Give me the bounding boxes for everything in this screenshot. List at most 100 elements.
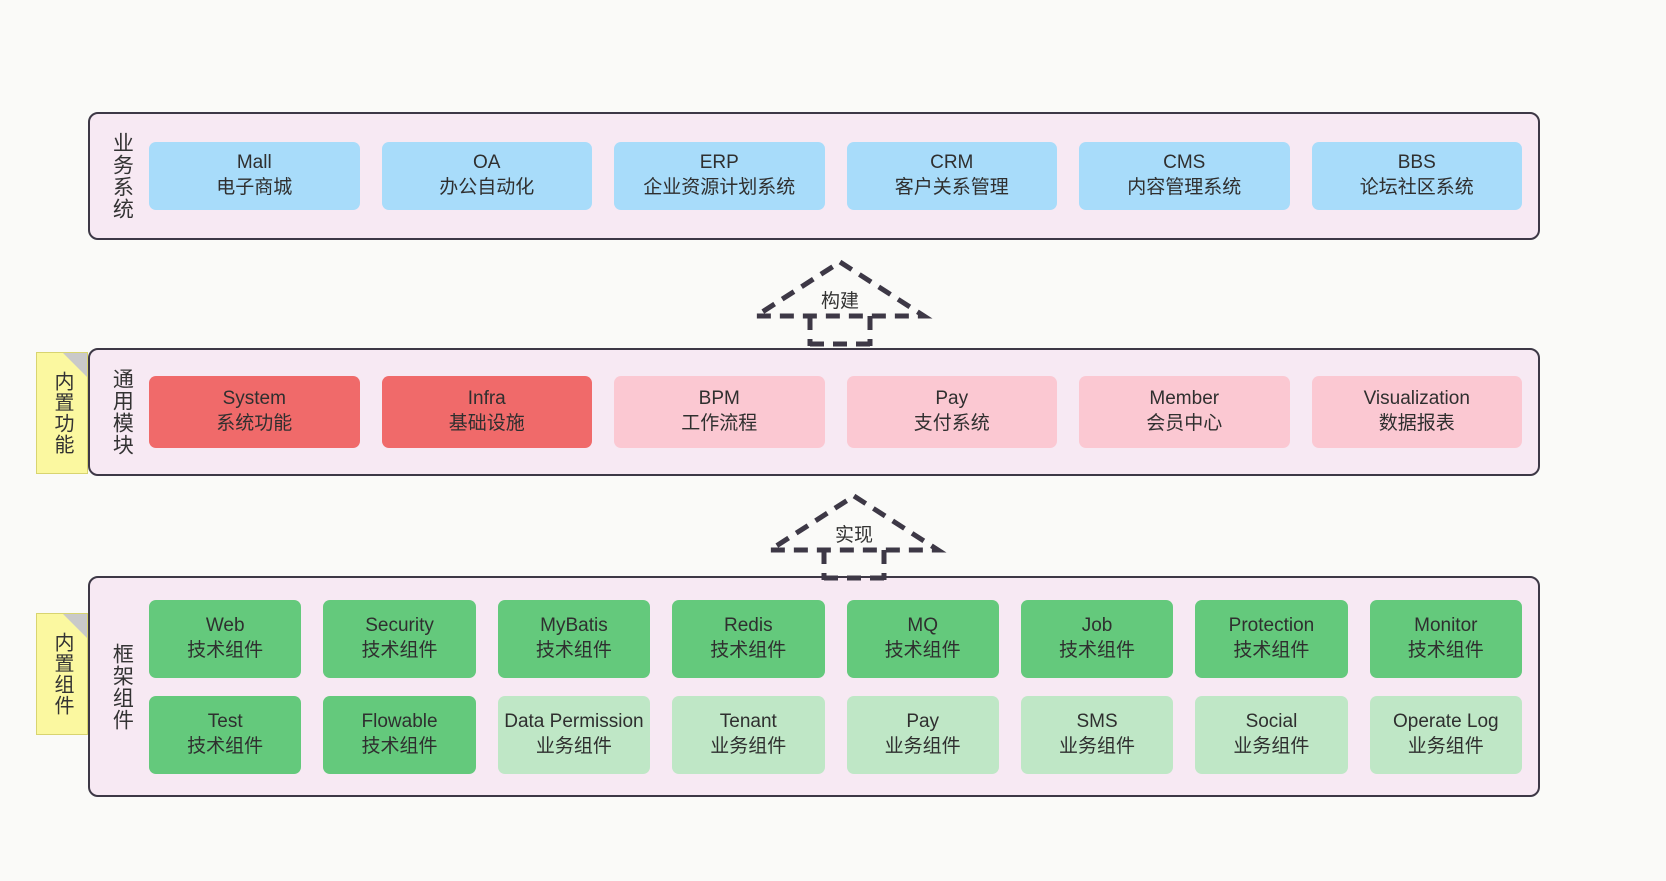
card-subtitle: 业务组件 [1059, 735, 1136, 757]
card-row: Web 技术组件 Security 技术组件 MyBatis 技术组件 Redi… [149, 599, 1522, 678]
card-subtitle: 业务组件 [884, 735, 961, 757]
card-monitor[interactable]: Monitor 技术组件 [1369, 599, 1522, 678]
sticky-fold-corner-icon [63, 614, 87, 638]
card-title: CRM [930, 152, 974, 174]
layer-business-system: 业务系统 Mall 电子商城 OA 办公自动化 ERP 企业资源计划系统 CRM… [88, 112, 1540, 240]
card-subtitle: 技术组件 [361, 639, 438, 661]
card-mq[interactable]: MQ 技术组件 [846, 599, 999, 678]
card-data-permission[interactable]: Data Permission 业务组件 [497, 695, 651, 774]
sticky-fold-corner-icon [63, 353, 87, 377]
card-title: Visualization [1363, 388, 1470, 410]
card-pay-business[interactable]: Pay 业务组件 [846, 695, 999, 774]
card-subtitle: 技术组件 [710, 639, 787, 661]
card-subtitle: 技术组件 [187, 639, 264, 661]
card-title: MQ [907, 614, 938, 636]
card-subtitle: 技术组件 [535, 639, 612, 661]
card-title: Protection [1228, 614, 1315, 636]
card-pay[interactable]: Pay 支付系统 [846, 376, 1057, 448]
card-title: Infra [467, 388, 506, 410]
card-subtitle: 技术组件 [1407, 639, 1484, 661]
card-title: Test [207, 710, 243, 732]
card-title: ERP [699, 152, 739, 174]
card-social[interactable]: Social 业务组件 [1195, 695, 1348, 774]
arrow-head-triangle [747, 259, 933, 319]
card-infra[interactable]: Infra 基础设施 [381, 376, 592, 448]
card-operate-log[interactable]: Operate Log 业务组件 [1369, 695, 1522, 774]
card-subtitle: 业务组件 [1407, 735, 1484, 757]
card-subtitle: 技术组件 [1233, 639, 1310, 661]
connector-implement-arrow: 实现 [761, 492, 947, 581]
card-title: SMS [1076, 710, 1118, 732]
card-tenant[interactable]: Tenant 业务组件 [672, 695, 825, 774]
card-subtitle: 业务组件 [1233, 735, 1310, 757]
card-oa[interactable]: OA 办公自动化 [381, 142, 592, 210]
card-title: Pay [935, 388, 969, 410]
card-protection[interactable]: Protection 技术组件 [1195, 599, 1348, 678]
card-title: Member [1149, 388, 1220, 410]
card-title: CMS [1163, 152, 1206, 174]
card-title: Security [365, 614, 434, 636]
card-subtitle: 支付系统 [913, 413, 990, 434]
card-title: Flowable [361, 710, 438, 732]
sticky-note-label: 内置组件 [51, 632, 73, 716]
card-subtitle: 技术组件 [884, 639, 961, 661]
card-mybatis[interactable]: MyBatis 技术组件 [497, 599, 651, 678]
card-row: System 系统功能 Infra 基础设施 BPM 工作流程 Pay 支付系统… [149, 376, 1522, 448]
card-security[interactable]: Security 技术组件 [323, 599, 476, 678]
sticky-note-builtin-features: 内置功能 [36, 352, 88, 474]
card-member[interactable]: Member 会员中心 [1079, 376, 1290, 448]
card-subtitle: 技术组件 [361, 735, 438, 757]
card-subtitle: 电子商城 [216, 177, 293, 198]
card-subtitle: 工作流程 [681, 413, 758, 434]
sticky-note-label: 内置功能 [51, 371, 73, 455]
card-subtitle: 业务组件 [535, 735, 612, 757]
card-title: Mall [236, 152, 272, 174]
card-web[interactable]: Web 技术组件 [149, 599, 302, 678]
card-title: Social [1245, 710, 1298, 732]
card-bpm[interactable]: BPM 工作流程 [614, 376, 825, 448]
card-row: Test 技术组件 Flowable 技术组件 Data Permission … [149, 695, 1522, 774]
card-subtitle: 基础设施 [448, 413, 525, 434]
card-title: System [222, 388, 286, 410]
layer-title-common-modules: 通用模块 [110, 368, 134, 456]
card-test[interactable]: Test 技术组件 [149, 695, 302, 774]
card-title: Tenant [719, 710, 777, 732]
card-job[interactable]: Job 技术组件 [1020, 599, 1174, 678]
card-subtitle: 系统功能 [216, 413, 293, 434]
card-sms[interactable]: SMS 业务组件 [1020, 695, 1174, 774]
card-title: Web [205, 614, 245, 636]
card-crm[interactable]: CRM 客户关系管理 [846, 142, 1057, 210]
connector-build-arrow: 构建 [747, 258, 933, 347]
card-redis[interactable]: Redis 技术组件 [672, 599, 825, 678]
card-bbs[interactable]: BBS 论坛社区系统 [1311, 142, 1522, 210]
card-title: Job [1081, 614, 1113, 636]
card-subtitle: 数据报表 [1378, 413, 1455, 434]
layer-common-modules: 通用模块 System 系统功能 Infra 基础设施 BPM 工作流程 Pay… [88, 348, 1540, 476]
card-subtitle: 技术组件 [1059, 639, 1136, 661]
card-title: MyBatis [540, 614, 608, 636]
sticky-note-builtin-components: 内置组件 [36, 613, 88, 735]
card-title: Redis [724, 614, 773, 636]
card-title: Monitor [1414, 614, 1478, 636]
card-subtitle: 技术组件 [187, 735, 264, 757]
card-subtitle: 办公自动化 [439, 177, 535, 198]
card-erp[interactable]: ERP 企业资源计划系统 [614, 142, 825, 210]
card-cms[interactable]: CMS 内容管理系统 [1079, 142, 1290, 210]
card-subtitle: 企业资源计划系统 [643, 177, 796, 198]
layer-body-framework-components: Web 技术组件 Security 技术组件 MyBatis 技术组件 Redi… [141, 578, 1538, 795]
layer-title-business-system: 业务系统 [110, 132, 134, 220]
layer-title-framework-components: 框架组件 [110, 642, 134, 731]
card-mall[interactable]: Mall 电子商城 [149, 142, 360, 210]
card-flowable[interactable]: Flowable 技术组件 [323, 695, 476, 774]
card-subtitle: 会员中心 [1146, 413, 1223, 434]
card-system[interactable]: System 系统功能 [149, 376, 360, 448]
card-title: BPM [698, 388, 740, 410]
card-title: Data Permission [504, 710, 644, 732]
card-title: BBS [1397, 152, 1436, 174]
layer-body-common-modules: System 系统功能 Infra 基础设施 BPM 工作流程 Pay 支付系统… [141, 350, 1538, 474]
card-visualization[interactable]: Visualization 数据报表 [1311, 376, 1522, 448]
card-subtitle: 论坛社区系统 [1359, 177, 1474, 198]
card-title: Operate Log [1392, 710, 1499, 732]
card-title: OA [473, 152, 501, 174]
